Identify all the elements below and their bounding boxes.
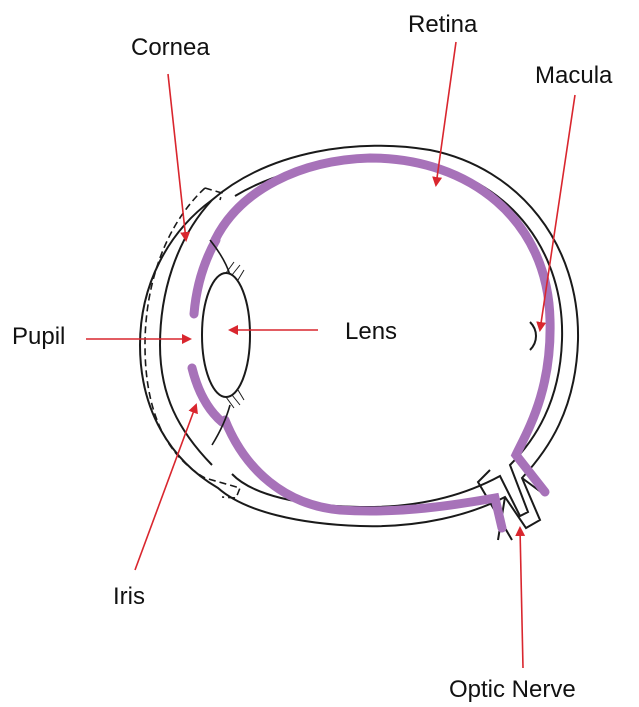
optic-nerve-pointer bbox=[520, 528, 523, 668]
cornea-label: Cornea bbox=[131, 36, 210, 60]
pupil-label: Pupil bbox=[12, 325, 65, 349]
lens-shape bbox=[202, 273, 250, 397]
optic-nerve-label: Optic Nerve bbox=[449, 678, 576, 702]
iris-pointer bbox=[135, 405, 196, 570]
cornea-pointer bbox=[168, 74, 186, 240]
macula-label: Macula bbox=[535, 64, 612, 88]
macula-notch bbox=[530, 322, 536, 350]
retina-pointer bbox=[436, 42, 456, 185]
iris-label: Iris bbox=[113, 585, 145, 609]
lens-label: Lens bbox=[345, 320, 397, 344]
retina-label: Retina bbox=[408, 13, 477, 37]
